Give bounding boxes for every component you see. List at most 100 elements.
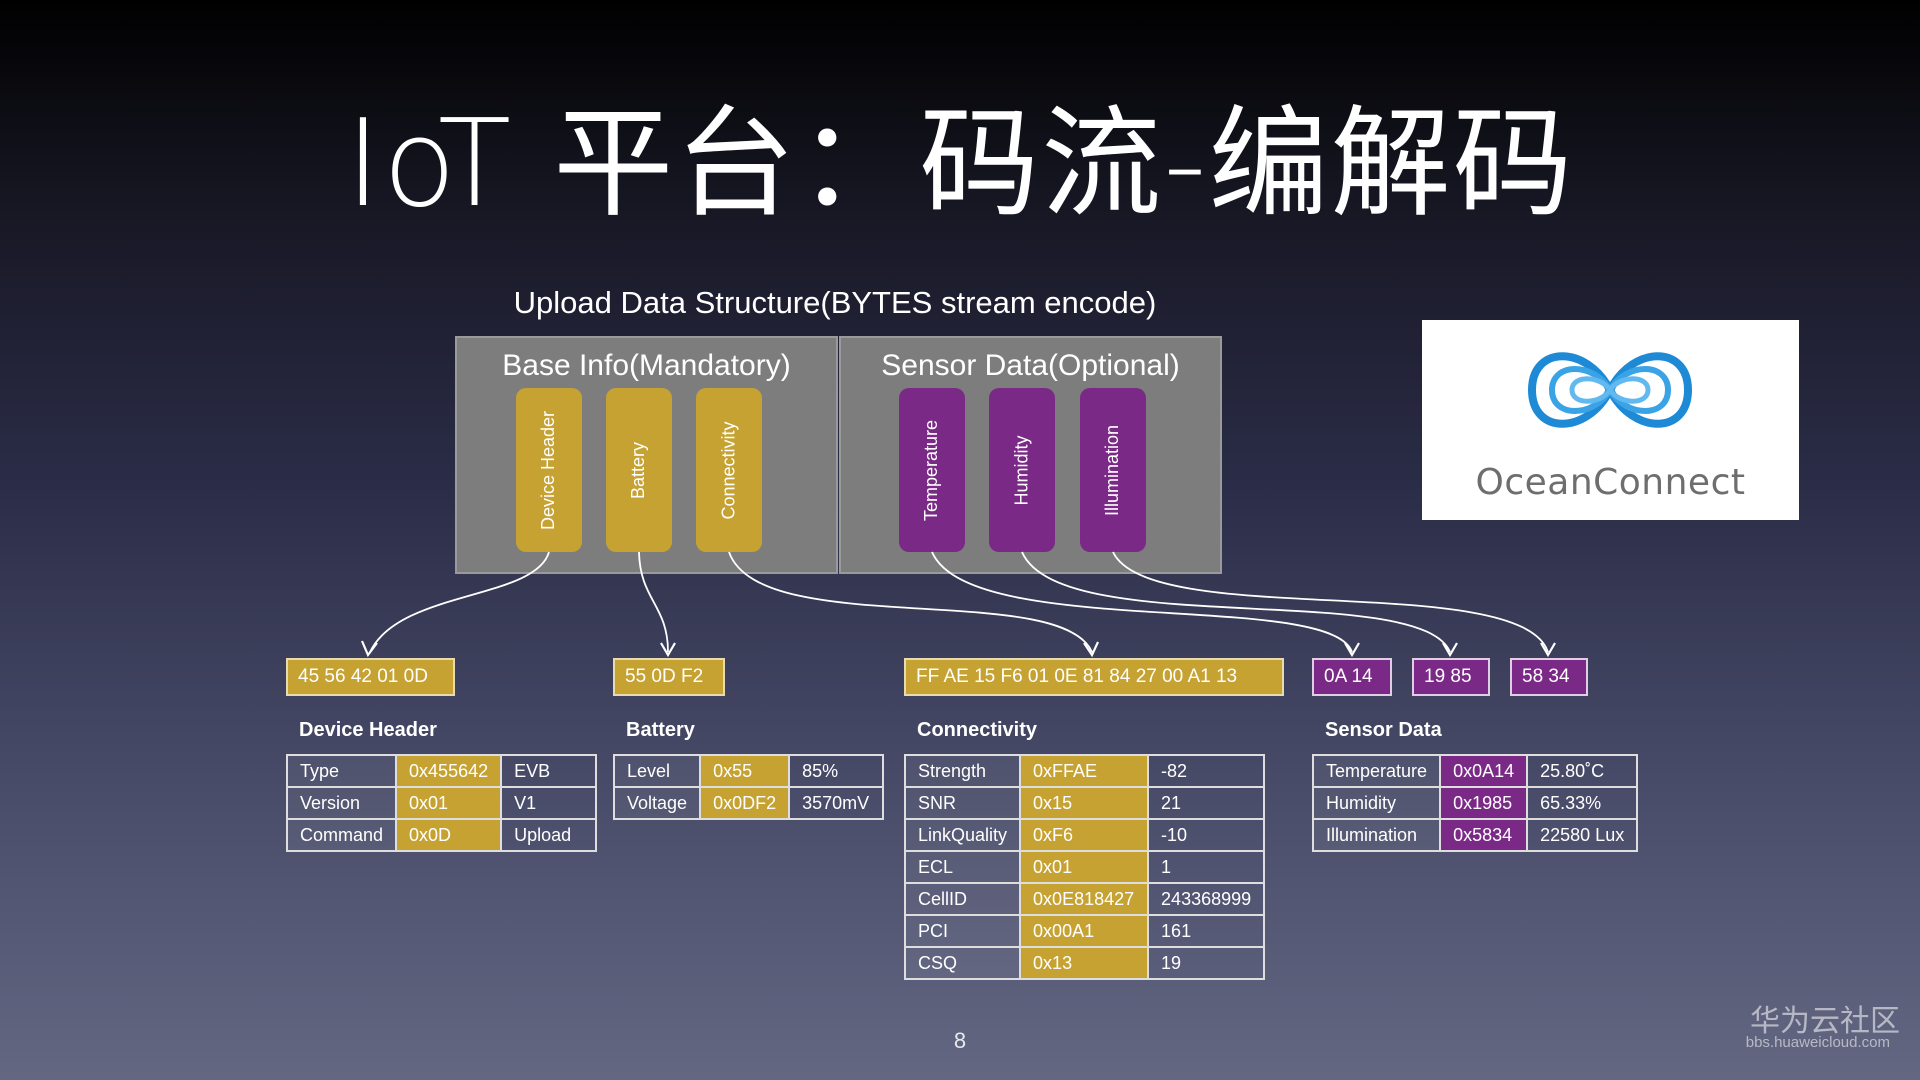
cell-hex: 0x0D bbox=[395, 818, 503, 852]
arrowhead-device-header bbox=[360, 640, 378, 658]
arrowhead-illumination bbox=[1540, 642, 1556, 658]
cell-field: PCI bbox=[903, 914, 1022, 948]
cell-value: -82 bbox=[1147, 754, 1266, 788]
cell-value: 25.80˚C bbox=[1526, 754, 1639, 788]
watermark-url: bbs.huaweicloud.com bbox=[1745, 1034, 1890, 1051]
cell-value: 21 bbox=[1147, 786, 1266, 820]
cell-value: 19 bbox=[1147, 946, 1266, 980]
cell-field: Level bbox=[612, 754, 702, 788]
arrow-battery bbox=[638, 551, 669, 653]
sensor-data-title: Sensor Data(Optional) bbox=[881, 349, 1180, 382]
cell-hex: 0x00A1 bbox=[1019, 914, 1150, 948]
hex-connectivity: FF AE 15 F6 01 0E 81 84 27 00 A1 13 bbox=[904, 658, 1284, 696]
cell-value: EVB bbox=[500, 754, 598, 788]
arrow-illumination bbox=[1112, 551, 1549, 653]
arrow-device-header bbox=[369, 551, 550, 653]
cell-value: -10 bbox=[1147, 818, 1266, 852]
arrow-temperature bbox=[931, 551, 1353, 653]
label-device-header: Device Header bbox=[299, 719, 437, 741]
cell-hex: 0x15 bbox=[1019, 786, 1150, 820]
cell-hex: 0x55 bbox=[699, 754, 791, 788]
arrowhead-connectivity bbox=[1083, 641, 1099, 658]
oceanconnect-logo-card: OceanConnect bbox=[1422, 320, 1799, 520]
cell-hex: 0x01 bbox=[1019, 850, 1150, 884]
arrowhead-temperature bbox=[1344, 642, 1360, 658]
label-battery: Battery bbox=[626, 719, 695, 741]
arrowhead-humidity bbox=[1442, 642, 1458, 658]
page-number: 8 bbox=[953, 1028, 967, 1053]
label-connectivity: Connectivity bbox=[917, 719, 1038, 741]
cell-field: CellID bbox=[903, 882, 1022, 916]
cell-value: 3570mV bbox=[788, 786, 885, 820]
cell-hex: 0x0A14 bbox=[1439, 754, 1529, 788]
hex-device-header: 45 56 42 01 0D bbox=[286, 658, 455, 696]
cell-value: 161 bbox=[1147, 914, 1266, 948]
segment-humidity: Humidity bbox=[989, 388, 1055, 552]
cell-hex: 0x13 bbox=[1019, 946, 1150, 980]
base-info-title: Base Info(Mandatory) bbox=[502, 349, 791, 382]
cell-value: 85% bbox=[788, 754, 885, 788]
cell-field: Version bbox=[285, 786, 398, 820]
cell-value: 22580 Lux bbox=[1526, 818, 1639, 852]
cell-field: ECL bbox=[903, 850, 1022, 884]
cell-hex: 0x455642 bbox=[395, 754, 503, 788]
cell-field: Type bbox=[285, 754, 398, 788]
segment-temperature: Temperature bbox=[899, 388, 965, 552]
cell-field: Illumination bbox=[1311, 818, 1442, 852]
hex-illumination: 58 34 bbox=[1510, 658, 1588, 696]
cell-value: 243368999 bbox=[1147, 882, 1266, 916]
cell-field: SNR bbox=[903, 786, 1022, 820]
segment-device-header: Device Header bbox=[516, 388, 582, 552]
cell-hex: 0x01 bbox=[395, 786, 503, 820]
cell-value: 1 bbox=[1147, 850, 1266, 884]
cell-hex: 0x0E818427 bbox=[1019, 882, 1150, 916]
segment-battery: Battery bbox=[606, 388, 672, 552]
segment-connectivity: Connectivity bbox=[696, 388, 762, 552]
cell-hex: 0xF6 bbox=[1019, 818, 1150, 852]
cell-field: Command bbox=[285, 818, 398, 852]
oceanconnect-logo-text: OceanConnect bbox=[1475, 462, 1746, 503]
cell-value: Upload bbox=[500, 818, 598, 852]
hex-battery: 55 0D F2 bbox=[613, 658, 725, 696]
cell-value: 65.33% bbox=[1526, 786, 1639, 820]
cell-field: Temperature bbox=[1311, 754, 1442, 788]
hex-humidity: 19 85 bbox=[1412, 658, 1490, 696]
cell-value: V1 bbox=[500, 786, 598, 820]
infinity-loop-icon bbox=[1527, 352, 1693, 428]
cell-field: CSQ bbox=[903, 946, 1022, 980]
segment-illumination: Illumination bbox=[1080, 388, 1146, 552]
cell-field: Humidity bbox=[1311, 786, 1442, 820]
hex-temperature: 0A 14 bbox=[1312, 658, 1392, 696]
cell-hex: 0x1985 bbox=[1439, 786, 1529, 820]
cell-field: LinkQuality bbox=[903, 818, 1022, 852]
cell-field: Strength bbox=[903, 754, 1022, 788]
cell-hex: 0xFFAE bbox=[1019, 754, 1150, 788]
label-sensor-data: Sensor Data bbox=[1325, 719, 1442, 741]
slide-title: IoT 平台：码流-编解码 bbox=[345, 95, 1575, 234]
watermark-brand: 华为云社区 bbox=[1750, 1004, 1900, 1039]
upload-structure-title: Upload Data Structure(BYTES stream encod… bbox=[513, 285, 1157, 320]
cell-field: Voltage bbox=[612, 786, 702, 820]
cell-hex: 0x0DF2 bbox=[699, 786, 791, 820]
cell-hex: 0x5834 bbox=[1439, 818, 1529, 852]
arrow-connectivity bbox=[728, 551, 1093, 653]
